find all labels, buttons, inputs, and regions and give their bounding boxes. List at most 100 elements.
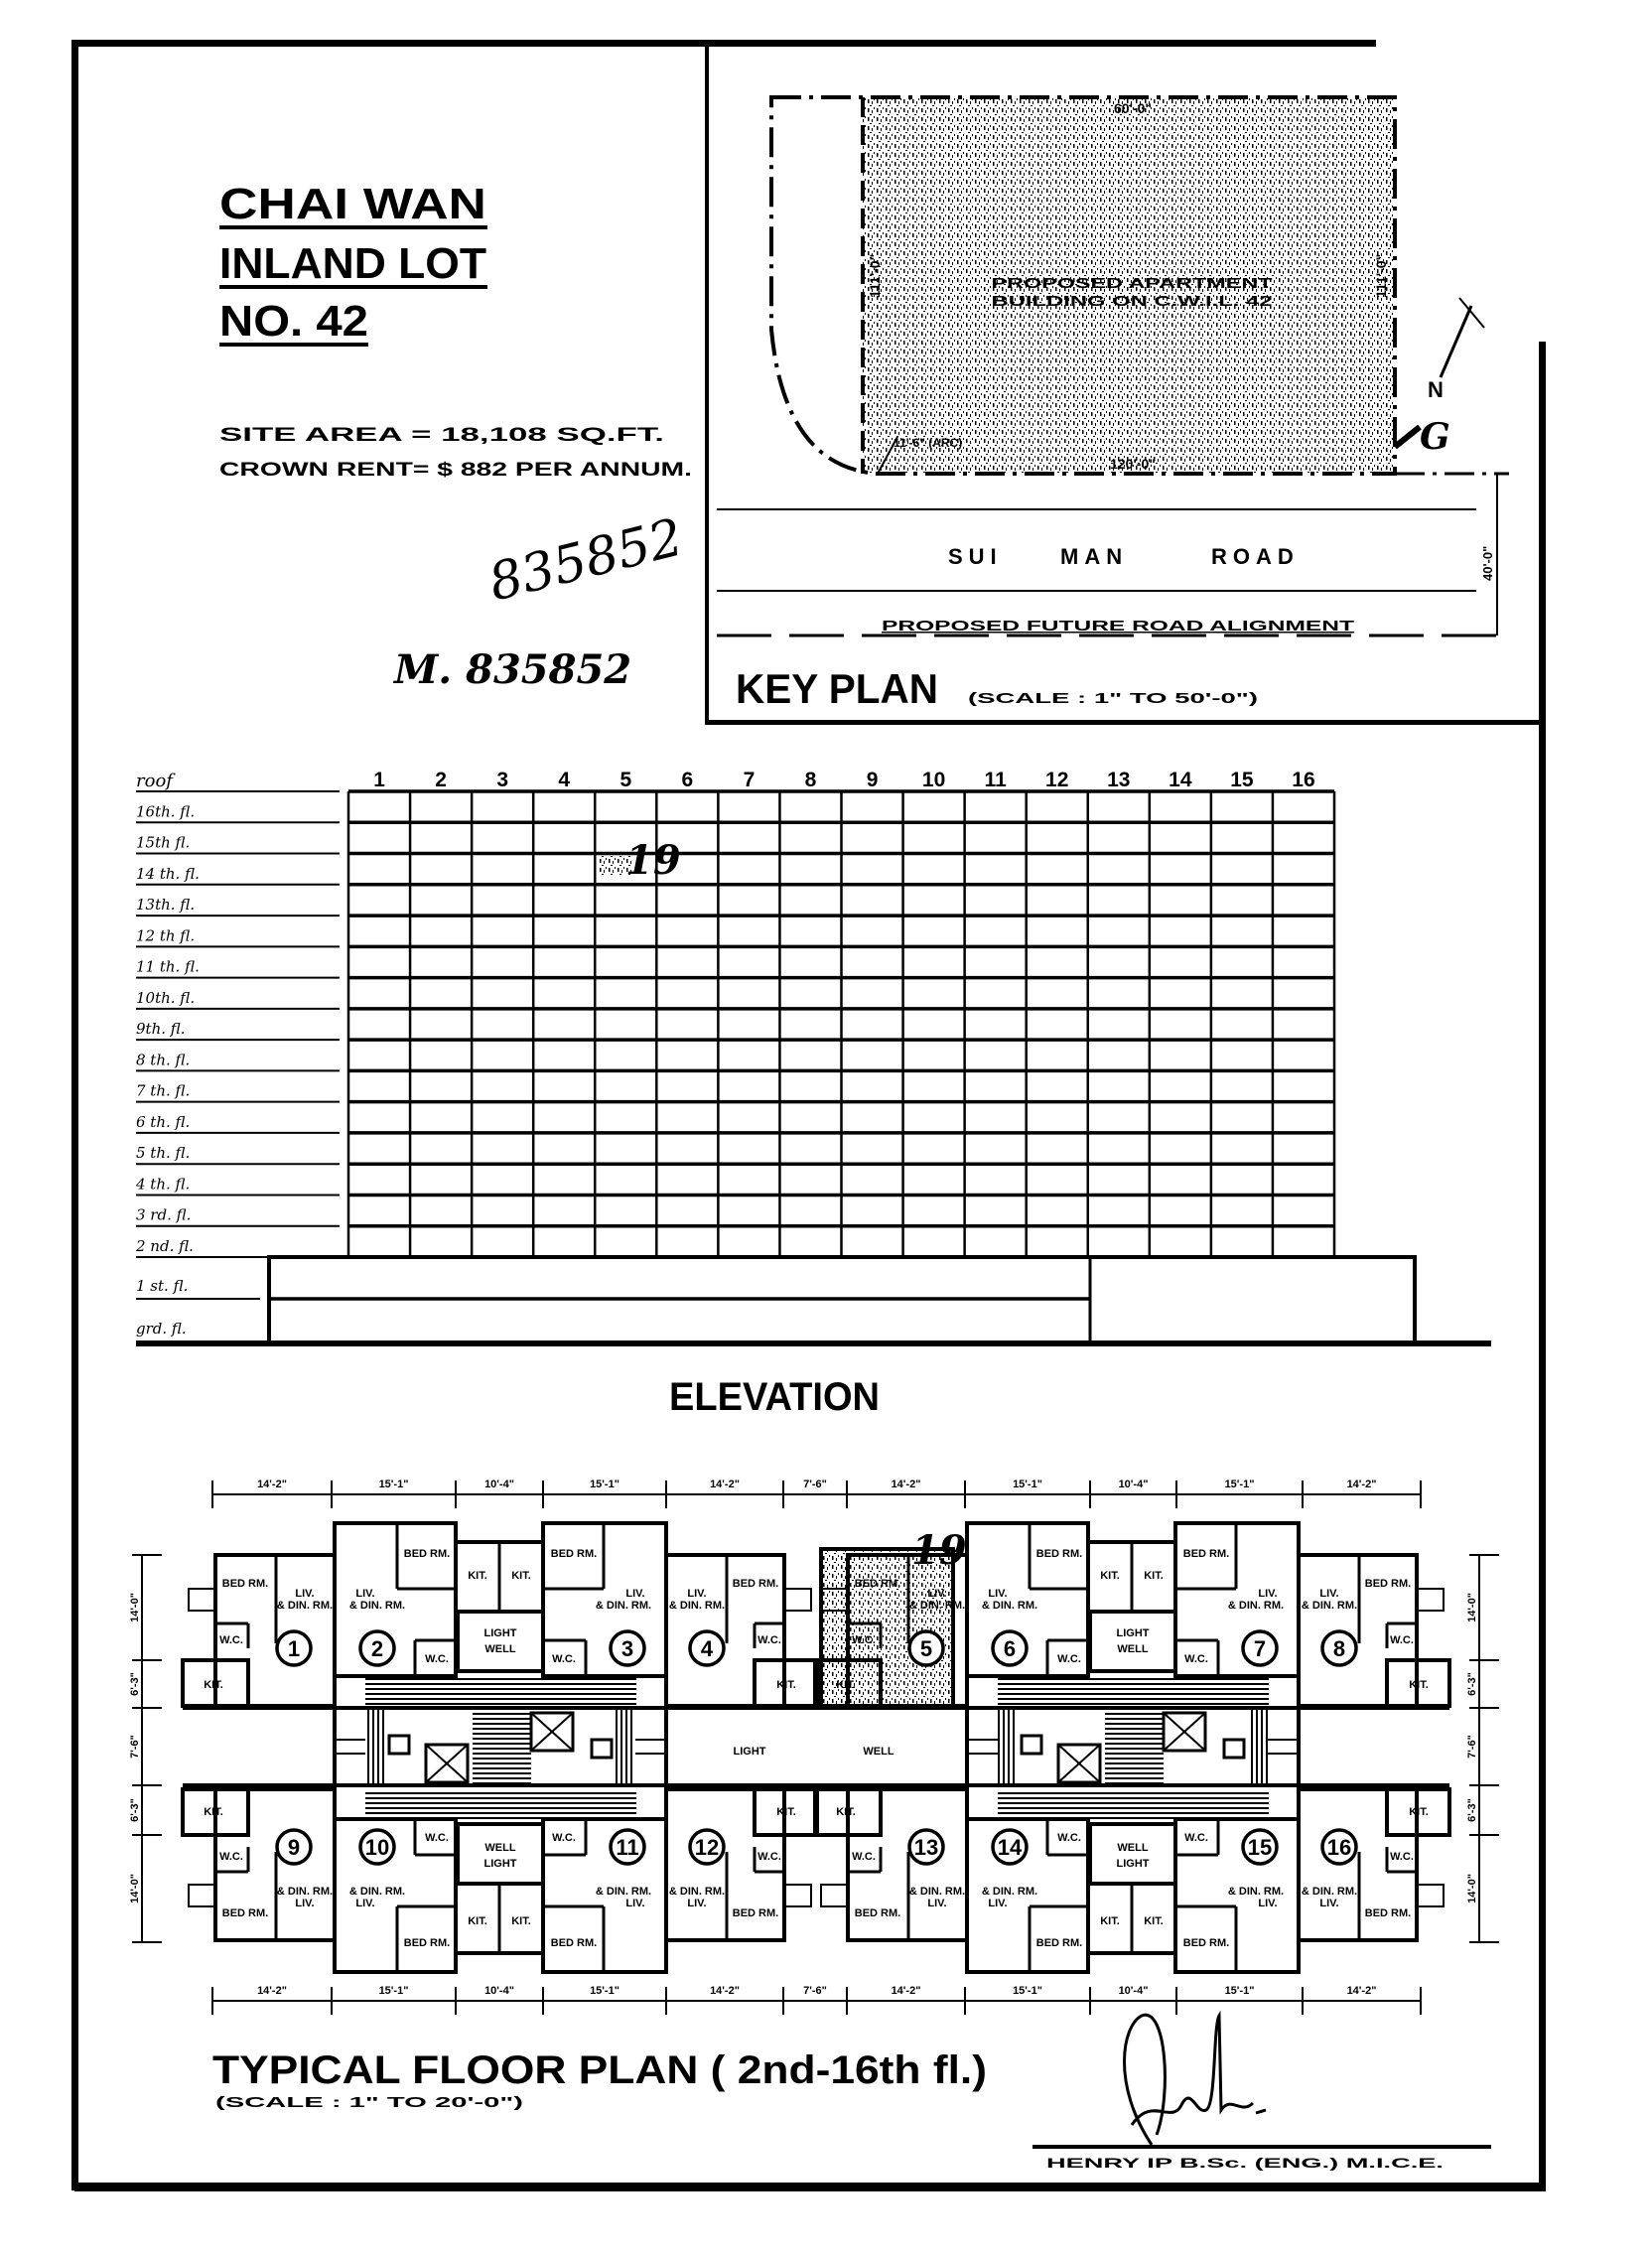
balcony <box>783 1884 812 1907</box>
room-label: W.C. <box>425 1653 449 1665</box>
column-number: 16 <box>1292 769 1314 791</box>
column-number: 7 <box>744 769 756 791</box>
floor-label: 7 th. fl. <box>136 1082 190 1100</box>
site-boundary <box>769 95 1397 476</box>
column-number: 11 <box>985 769 1008 791</box>
dimension-label: 14'-0" <box>1466 1593 1478 1622</box>
dimension-label: 10'-4" <box>1119 1985 1149 1997</box>
room-label: WELL <box>484 1842 515 1854</box>
lift-cross <box>1057 1744 1101 1783</box>
elevation-annotation: 19 <box>625 837 681 884</box>
room-label: BED RM. <box>1183 1937 1229 1949</box>
proposed-building-area <box>863 97 1395 474</box>
room-label: & DIN. RM. <box>909 1600 965 1612</box>
column-number: 3 <box>496 769 508 791</box>
dimension-label: 7'-6" <box>803 1985 827 1997</box>
room-label: LIV. <box>625 1588 644 1600</box>
dim-left: 111'-0" <box>867 254 883 298</box>
lift-box <box>1056 1743 1102 1784</box>
room-label: KIT. <box>776 1806 796 1818</box>
kitchen <box>813 1787 883 1837</box>
balcony <box>188 1588 216 1612</box>
balcony <box>1416 1884 1445 1907</box>
unit-number-circle <box>688 1828 726 1866</box>
unit-number-circle <box>991 1828 1029 1866</box>
unit-number: 16 <box>1327 1835 1351 1860</box>
room-label: WELL <box>1117 1643 1148 1655</box>
stair-hatch <box>1105 1708 1164 1785</box>
lift-cross <box>530 1712 574 1752</box>
unit-number-circle <box>358 1629 396 1667</box>
room-label: LIV. <box>1319 1898 1338 1909</box>
dimension-label: 15'-1" <box>379 1479 409 1490</box>
column-number: 10 <box>922 769 945 791</box>
column-number: 2 <box>435 769 447 791</box>
unit-number-circle <box>907 1629 945 1667</box>
room-label: LIV. <box>295 1898 314 1909</box>
lot-title: CHAI WAN INLAND LOT NO. 42 SITE AREA = 1… <box>219 180 692 693</box>
column-number: 15 <box>1230 769 1254 791</box>
unit-number: 8 <box>1333 1636 1345 1661</box>
dimension-label: 14'-2" <box>257 1985 287 1997</box>
unit-number: 12 <box>695 1835 719 1860</box>
column-number: 1 <box>373 769 385 791</box>
column-number: 5 <box>620 769 631 791</box>
unit-number-circle <box>609 1629 646 1667</box>
road-width: 40'-0" <box>1480 546 1495 581</box>
unit-number: 13 <box>914 1835 938 1860</box>
room-label: KIT. <box>511 1915 531 1927</box>
dimension-label: 14'-2" <box>710 1479 740 1490</box>
engineer-name: HENRY IP B.Sc. (ENG.) M.I.C.E. <box>1046 2155 1444 2171</box>
unit-number: 14 <box>998 1835 1023 1860</box>
room-label: W.C. <box>852 1851 876 1863</box>
dimension-label: 14'-2" <box>1347 1479 1377 1490</box>
dimension-label: 14'-0" <box>129 1874 141 1903</box>
lift-box <box>424 1743 470 1784</box>
stair-hatch <box>616 1710 635 1783</box>
room-label: & DIN. RM. <box>1302 1600 1357 1612</box>
unit-number: 15 <box>1248 1835 1272 1860</box>
balcony <box>820 1884 849 1907</box>
column-number: 12 <box>1045 769 1068 791</box>
room-label: KIT. <box>511 1570 531 1582</box>
room-label: BED RM. <box>222 1578 268 1590</box>
room-label: LIV. <box>1319 1588 1338 1600</box>
title-line-1: CHAI WAN <box>219 180 486 228</box>
dimension-label: 10'-4" <box>1119 1479 1149 1490</box>
dimension-label: 7'-6" <box>129 1735 141 1759</box>
light-well <box>1088 1610 1177 1673</box>
title-line-3: NO. 42 <box>219 297 368 346</box>
unit-number-circle <box>275 1828 313 1866</box>
unit-number-circle <box>1241 1629 1279 1667</box>
dimension-label: 15'-1" <box>1225 1985 1255 1997</box>
balcony <box>1416 1588 1445 1612</box>
lift-box <box>1162 1711 1207 1753</box>
room-label: KIT. <box>836 1806 856 1818</box>
dim-right: 111'-0" <box>1373 254 1389 298</box>
dimension-label: 14'-2" <box>892 1479 921 1490</box>
light-well <box>1088 1822 1177 1886</box>
marked-cell-shading <box>600 856 631 876</box>
room-label: BED RM. <box>222 1907 268 1919</box>
stair-hatch <box>365 1710 385 1783</box>
room-label: W.C. <box>757 1634 781 1646</box>
room-label: & DIN. RM. <box>982 1886 1037 1898</box>
room-label: LIV. <box>988 1588 1007 1600</box>
dimension-label: 15'-1" <box>379 1985 409 1997</box>
dimension-label: 14'-2" <box>710 1985 740 1997</box>
unit-number-circle <box>609 1828 646 1866</box>
room-label: LIV. <box>927 1588 946 1600</box>
room-label: W.C. <box>552 1832 576 1844</box>
floor-label: 13th. fl. <box>136 896 195 914</box>
unit-number-circle <box>1241 1828 1279 1866</box>
center-light-well-label: WELL <box>863 1746 894 1758</box>
road-name-2: MAN <box>1060 544 1128 569</box>
floor-label-roof: roof <box>136 771 176 791</box>
key-plan-scale: (SCALE : 1" TO 50'-0") <box>968 690 1258 707</box>
room-label: W.C. <box>1390 1851 1414 1863</box>
room-label: W.C. <box>219 1851 243 1863</box>
room-label: LIV. <box>687 1588 706 1600</box>
room-label: & DIN. RM. <box>1228 1886 1284 1898</box>
unit-number: 9 <box>288 1835 300 1860</box>
